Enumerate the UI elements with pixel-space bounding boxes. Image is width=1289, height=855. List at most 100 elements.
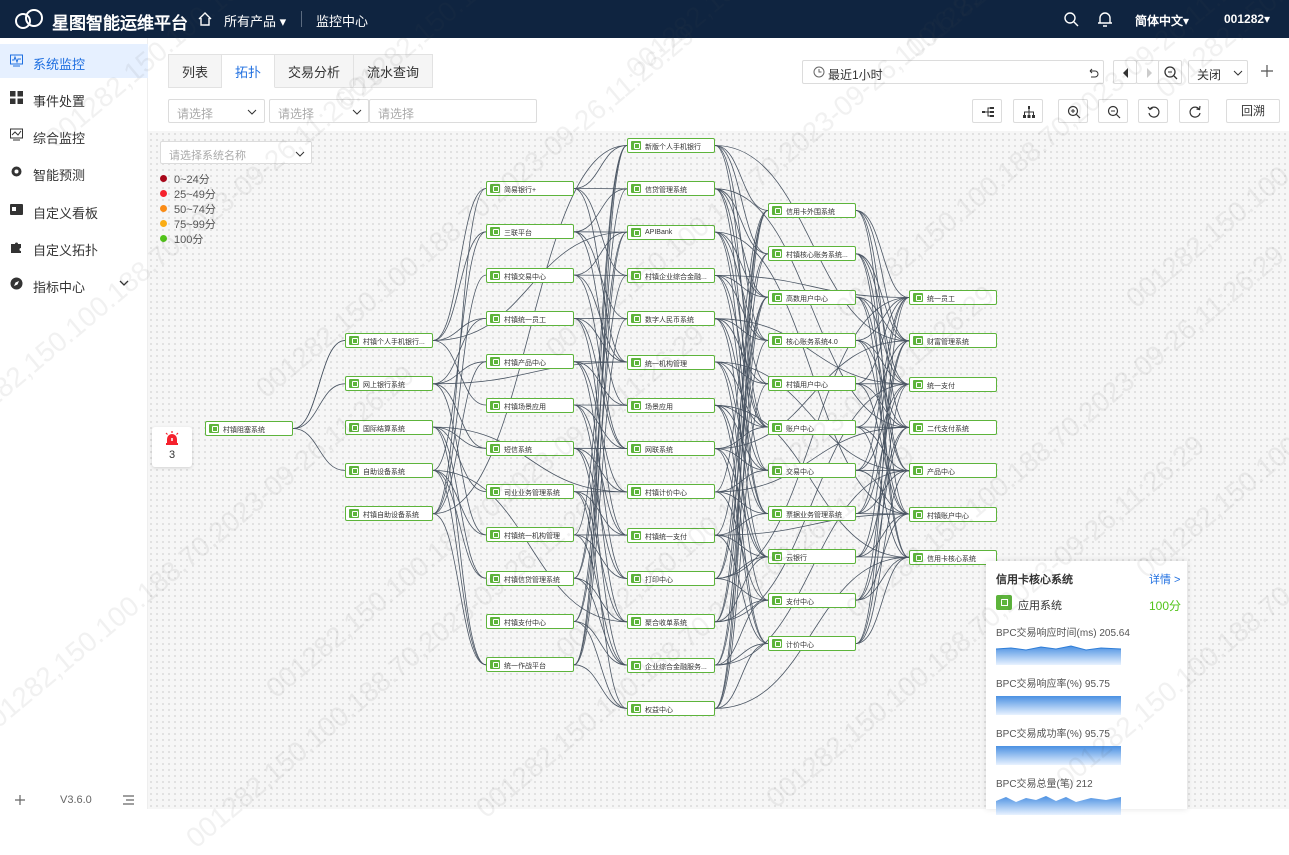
filter-input-3[interactable]: 请选择 [369,99,537,123]
topology-node[interactable]: 统一作战平台 [486,657,574,672]
topology-node[interactable]: 新版个人手机银行 [627,138,715,153]
home-icon[interactable] [197,11,213,27]
layout-horizontal-button[interactable] [972,99,1002,123]
topology-node[interactable]: 村镇阻塞系统 [205,421,293,436]
topology-node[interactable]: 网上银行系统 [345,376,433,391]
bell-icon[interactable] [1097,10,1113,28]
topology-node[interactable]: 信贷管理系统 [627,181,715,196]
user-menu[interactable]: 001282▾ [1224,12,1270,26]
topology-node[interactable]: 统一员工 [909,290,997,305]
topology-node[interactable]: 村镇企业综合金融... [627,268,715,283]
topology-node[interactable]: 村镇信贷管理系统 [486,571,574,586]
refresh-select[interactable]: 关闭 [1188,60,1248,84]
topology-node[interactable]: 统一支付 [909,377,997,392]
app-system-icon [631,358,641,367]
language-select[interactable]: 简体中文▾ [1135,12,1189,29]
topology-node[interactable]: 场景应用 [627,398,715,413]
app-system-icon [490,184,500,193]
topology-node[interactable]: 云银行 [768,549,856,564]
zoom-out-button[interactable] [1098,99,1128,123]
zoom-in-button[interactable] [1058,99,1088,123]
zoom-time-button[interactable] [1158,60,1182,84]
topology-link [574,665,627,709]
topology-node[interactable]: 交易中心 [768,463,856,478]
topology-node[interactable]: 村镇用户中心 [768,376,856,391]
tab-transaction-analysis[interactable]: 交易分析 [275,54,354,88]
detail-link[interactable]: 详情 > [1149,571,1180,587]
zoom-in-icon [1067,105,1081,119]
topology-node[interactable]: 数字人民币系统 [627,311,715,326]
add-icon[interactable] [1260,64,1274,78]
system-name-select[interactable]: 请选择系统名称 [160,141,312,164]
topology-node[interactable]: 网联系统 [627,441,715,456]
layout-vertical-button[interactable] [1013,99,1043,123]
topology-node[interactable]: 票据业务管理系统 [768,506,856,521]
topology-node[interactable]: 统一机构管理 [627,355,715,370]
topology-node[interactable]: 自助设备系统 [345,463,433,478]
alarm-badge[interactable]: 3 [152,427,192,467]
topology-node[interactable]: 村镇自助设备系统 [345,506,433,521]
search-icon[interactable] [1063,11,1079,27]
topology-node[interactable]: 村镇交易中心 [486,268,574,283]
topology-node[interactable]: 信用卡外围系统 [768,203,856,218]
topology-node[interactable]: 村镇场景应用 [486,398,574,413]
topology-node[interactable]: 国际结算系统 [345,420,433,435]
topology-node[interactable]: 信用卡核心系统 [909,550,997,565]
topology-node[interactable]: 村镇产品中心 [486,354,574,369]
topology-node[interactable]: 村镇账户中心 [909,507,997,522]
topology-node[interactable]: 打印中心 [627,571,715,586]
sidebar-item-metric-center[interactable]: 指标中心 [0,267,148,301]
app-system-icon [631,314,641,323]
next-button[interactable] [1136,60,1160,84]
topology-node[interactable]: 计价中心 [768,636,856,651]
topology-node[interactable]: 村镇计价中心 [627,484,715,499]
tab-flow-query[interactable]: 流水查询 [354,54,433,88]
topology-node[interactable]: 高数用户中心 [768,290,856,305]
topology-node[interactable]: 三联平台 [486,224,574,239]
refresh-button[interactable] [1179,99,1209,123]
prev-button[interactable] [1113,60,1137,84]
topology-node[interactable]: 村镇核心账务系统... [768,246,856,261]
monitor-center-link[interactable]: 监控中心 [316,11,368,30]
undo-icon[interactable] [1087,66,1099,78]
topology-node[interactable]: 企业综合金融服务... [627,658,715,673]
topology-node[interactable]: 村镇支付中心 [486,614,574,629]
topology-node[interactable]: 村镇统一机构管理 [486,527,574,542]
topology-node[interactable]: 短信系统 [486,441,574,456]
topology-node[interactable]: 产品中心 [909,463,997,478]
all-products-menu[interactable]: 所有产品 ▾ [224,11,286,30]
topology-node[interactable]: 聚合收单系统 [627,614,715,629]
plus-icon[interactable] [14,794,26,806]
sidebar-item-smart-predict[interactable]: 智能预测 [0,155,148,189]
topology-node[interactable]: 支付中心 [768,593,856,608]
topology-node[interactable]: 简易银行+ [486,181,574,196]
backtrack-button[interactable]: 回溯 [1226,99,1280,123]
filter-select-1[interactable]: 请选择 [168,99,265,123]
time-range-select[interactable]: 最近1小时 [802,60,1104,84]
board-icon [10,203,23,216]
topology-node[interactable]: APIBank [627,225,715,240]
app-system-icon [772,423,782,432]
reset-button[interactable] [1138,99,1168,123]
chevron-down-icon[interactable] [118,277,130,289]
topology-node[interactable]: 权益中心 [627,701,715,716]
topology-node[interactable]: 村镇个人手机银行... [345,333,433,348]
app-system-icon [772,336,782,345]
filter-select-2[interactable]: 请选择 [269,99,369,123]
topology-node[interactable]: 核心账务系统4.0 [768,333,856,348]
sidebar-item-custom-board[interactable]: 自定义看板 [0,193,148,227]
topology-node[interactable]: 村镇统一支付 [627,528,715,543]
tab-list[interactable]: 列表 [168,54,222,88]
topology-node[interactable]: 村镇统一员工 [486,311,574,326]
tab-topology[interactable]: 拓扑 [222,54,275,88]
sidebar-item-integrated-monitor[interactable]: 综合监控 [0,118,148,152]
topology-node[interactable]: 二代支付系统 [909,420,997,435]
topology-node[interactable]: 财富管理系统 [909,333,997,348]
sidebar-item-system-monitor[interactable]: 系统监控 [0,44,148,78]
topology-node[interactable]: 账户中心 [768,420,856,435]
sidebar-item-custom-topology[interactable]: 自定义拓扑 [0,230,148,264]
topology-node[interactable]: 司业业务管理系统 [486,484,574,499]
collapse-menu-icon[interactable] [122,794,135,806]
topology-canvas[interactable]: 村镇阻塞系统 村镇个人手机银行... 网上银行系统国际结算系统自助设备系统村镇自助设… [148,131,1289,809]
sidebar-item-event-handling[interactable]: 事件处置 [0,81,148,115]
